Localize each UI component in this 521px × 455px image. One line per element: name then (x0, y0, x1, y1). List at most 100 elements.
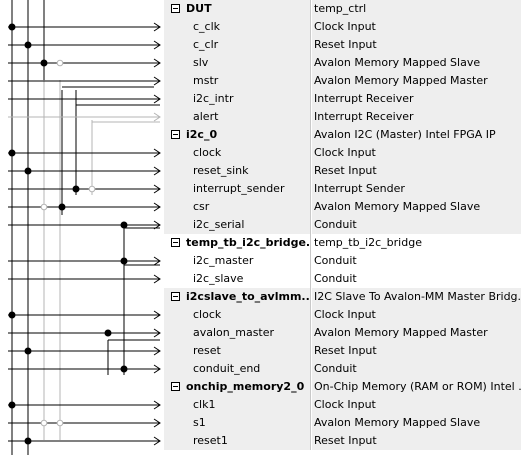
name-cell[interactable]: i2c_master (164, 252, 311, 270)
name-cell[interactable]: conduit_end (164, 360, 311, 378)
name-cell[interactable]: reset_sink (164, 162, 311, 180)
arrow-icon (153, 436, 161, 446)
instance-row[interactable]: temp_tb_i2c_bridge...temp_tb_i2c_bridge (0, 234, 521, 252)
name-cell[interactable]: s1 (164, 414, 311, 432)
name-cell[interactable]: DUT (164, 0, 311, 18)
connection-dot[interactable] (8, 23, 16, 31)
interface-name: avalon_master (193, 326, 275, 339)
arrow-icon (153, 256, 161, 266)
name-cell[interactable]: mstr (164, 72, 311, 90)
connection-dot[interactable] (24, 167, 32, 175)
name-cell[interactable]: csr (164, 198, 311, 216)
description-cell: Clock Input (312, 18, 521, 36)
description-cell: Reset Input (312, 432, 521, 450)
arrow-icon (153, 184, 161, 194)
description-cell: Avalon Memory Mapped Slave (312, 198, 521, 216)
open-connection-dot[interactable] (88, 185, 96, 193)
open-connection-dot[interactable] (56, 59, 64, 67)
instance-row[interactable]: i2cslave_to_avlmm...I2C Slave To Avalon-… (0, 288, 521, 306)
collapse-toggle-icon[interactable] (171, 292, 180, 301)
collapse-toggle-icon[interactable] (171, 238, 180, 247)
arrow-icon (153, 274, 161, 284)
name-cell[interactable]: clk1 (164, 396, 311, 414)
name-cell[interactable]: c_clk (164, 18, 311, 36)
open-connection-dot[interactable] (40, 203, 48, 211)
connection-dot[interactable] (24, 347, 32, 355)
name-cell[interactable]: c_clr (164, 36, 311, 54)
name-cell[interactable]: clock (164, 306, 311, 324)
interface-name: s1 (193, 416, 206, 429)
name-cell[interactable]: alert (164, 108, 311, 126)
open-connection-dot[interactable] (40, 419, 48, 427)
collapse-toggle-icon[interactable] (171, 382, 180, 391)
instance-name: temp_tb_i2c_bridge... (186, 236, 311, 249)
interface-name: i2c_slave (193, 272, 244, 285)
name-cell[interactable]: reset (164, 342, 311, 360)
connection-dot[interactable] (8, 311, 16, 319)
arrow-icon (153, 418, 161, 428)
name-cell[interactable]: i2c_0 (164, 126, 311, 144)
name-cell[interactable]: onchip_memory2_0 (164, 378, 311, 396)
connection-dot[interactable] (120, 221, 128, 229)
interface-row[interactable]: s1 Avalon Memory Mapped Slave (0, 414, 521, 432)
description-cell: temp_tb_i2c_bridge (314, 236, 422, 249)
connection-dot[interactable] (24, 41, 32, 49)
name-cell[interactable]: i2c_serial (164, 216, 311, 234)
collapse-toggle-icon[interactable] (171, 4, 180, 13)
open-connection-dot[interactable] (56, 419, 64, 427)
connection-dot[interactable] (104, 329, 112, 337)
name-cell[interactable]: avalon_master (164, 324, 311, 342)
collapse-toggle-icon[interactable] (171, 130, 180, 139)
interface-name: clock (193, 146, 222, 159)
name-cell[interactable]: i2c_slave (164, 270, 311, 288)
description-cell: Clock Input (312, 396, 521, 414)
connection-wires[interactable] (0, 0, 170, 455)
connection-dot[interactable] (24, 437, 32, 445)
connection-dot[interactable] (58, 203, 66, 211)
name-cell[interactable]: reset1 (164, 432, 311, 450)
connection-dot[interactable] (8, 401, 16, 409)
connection-dot[interactable] (120, 365, 128, 373)
connection-dot[interactable] (8, 149, 16, 157)
name-cell[interactable]: i2cslave_to_avlmm... (164, 288, 311, 306)
description-cell: Avalon Memory Mapped Slave (312, 414, 521, 432)
connection-dot[interactable] (72, 185, 80, 193)
description-cell: Avalon Memory Mapped Master (312, 72, 521, 90)
description-cell: Conduit (314, 254, 357, 267)
interface-name: reset_sink (193, 164, 249, 177)
name-cell[interactable]: clock (164, 144, 311, 162)
interface-name: interrupt_sender (193, 182, 285, 195)
arrow-icon (153, 76, 161, 86)
name-cell[interactable]: slv (164, 54, 311, 72)
name-cell[interactable]: i2c_intr (164, 90, 311, 108)
connection-dot[interactable] (120, 257, 128, 265)
name-cell[interactable]: interrupt_sender (164, 180, 311, 198)
name-cell[interactable]: temp_tb_i2c_bridge... (164, 234, 311, 252)
connection-dot[interactable] (40, 59, 48, 67)
arrow-icon (153, 40, 161, 50)
arrow-icon (153, 202, 161, 212)
description-cell: Reset Input (312, 342, 521, 360)
